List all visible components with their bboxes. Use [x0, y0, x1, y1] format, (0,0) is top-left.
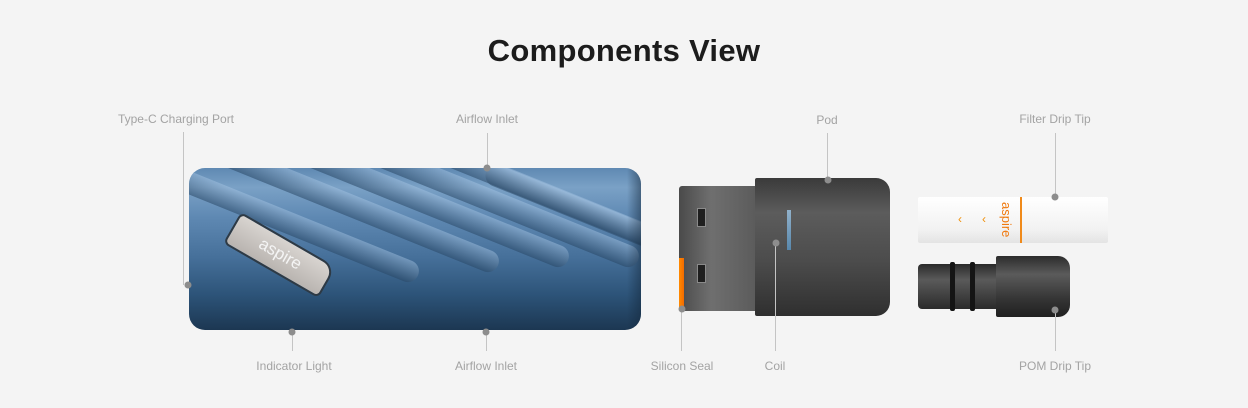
- callout-line: [827, 133, 828, 180]
- callout-dot: [1051, 306, 1059, 314]
- silicon-seal-visual: [679, 258, 684, 310]
- chevron-left-icon: ‹: [982, 212, 986, 226]
- callout-dot: [288, 328, 296, 336]
- filter-brand-text: aspire: [999, 202, 1014, 238]
- pod-body: [755, 178, 890, 316]
- callout-line: [486, 332, 487, 351]
- coil-visual: [787, 210, 791, 250]
- pod-contact-slot: [697, 264, 706, 283]
- page-title: Components View: [487, 33, 761, 68]
- callout-line: [775, 243, 776, 351]
- callout-line: [292, 332, 293, 351]
- callout-label-pom-drip-tip: POM Drip Tip: [1018, 359, 1092, 373]
- chevron-left-icon: ‹: [958, 212, 962, 226]
- pom-o-ring: [970, 262, 975, 311]
- callout-line: [183, 132, 184, 285]
- callout-label-coil: Coil: [764, 359, 786, 373]
- callout-label-pod: Pod: [816, 113, 838, 127]
- battery-device: aspire: [189, 168, 641, 330]
- battery-end-cap: [627, 168, 641, 330]
- filter-divider: [1020, 197, 1022, 243]
- callout-label-airflow-inlet-top: Airflow Inlet: [455, 112, 519, 126]
- callout-dot: [678, 305, 686, 313]
- pom-head: [996, 256, 1070, 317]
- callout-dot: [482, 328, 490, 336]
- callout-line: [681, 309, 682, 351]
- callout-line: [487, 133, 488, 168]
- callout-label-filter-drip-tip: Filter Drip Tip: [1019, 112, 1091, 126]
- callout-line: [1055, 133, 1056, 197]
- pom-stem: [918, 264, 998, 309]
- callout-dot: [772, 239, 780, 247]
- callout-label-type-c-port: Type-C Charging Port: [117, 112, 235, 126]
- pod-contact-slot: [697, 208, 706, 227]
- callout-line: [1055, 310, 1056, 351]
- pod-base: [679, 186, 759, 311]
- pom-o-ring: [950, 262, 955, 311]
- callout-dot: [1051, 193, 1059, 201]
- callout-dot: [824, 176, 832, 184]
- callout-dot: [184, 281, 192, 289]
- callout-label-airflow-inlet-bottom: Airflow Inlet: [454, 359, 518, 373]
- callout-label-silicon-seal: Silicon Seal: [650, 359, 714, 373]
- callout-label-indicator-light: Indicator Light: [256, 359, 332, 373]
- callout-dot: [483, 164, 491, 172]
- filter-drip-tip: ‹ ‹ aspire: [918, 197, 1108, 243]
